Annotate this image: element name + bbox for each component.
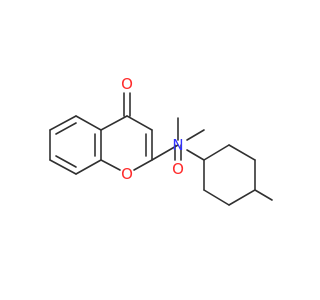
carbonyl-oxygen-label: O	[121, 75, 133, 93]
cyclohexane-ring	[186, 144, 273, 206]
amide-oxygen-label: O	[172, 160, 184, 178]
benzene-ring	[49, 115, 102, 175]
molecule-structure: O O O N	[49, 75, 273, 206]
amide-group	[151, 117, 205, 161]
pyranone-ring	[100, 115, 153, 171]
ketone-bond	[123, 92, 131, 117]
amide-nitrogen-label: N	[172, 136, 183, 154]
ring-oxygen-label: O	[121, 165, 133, 183]
